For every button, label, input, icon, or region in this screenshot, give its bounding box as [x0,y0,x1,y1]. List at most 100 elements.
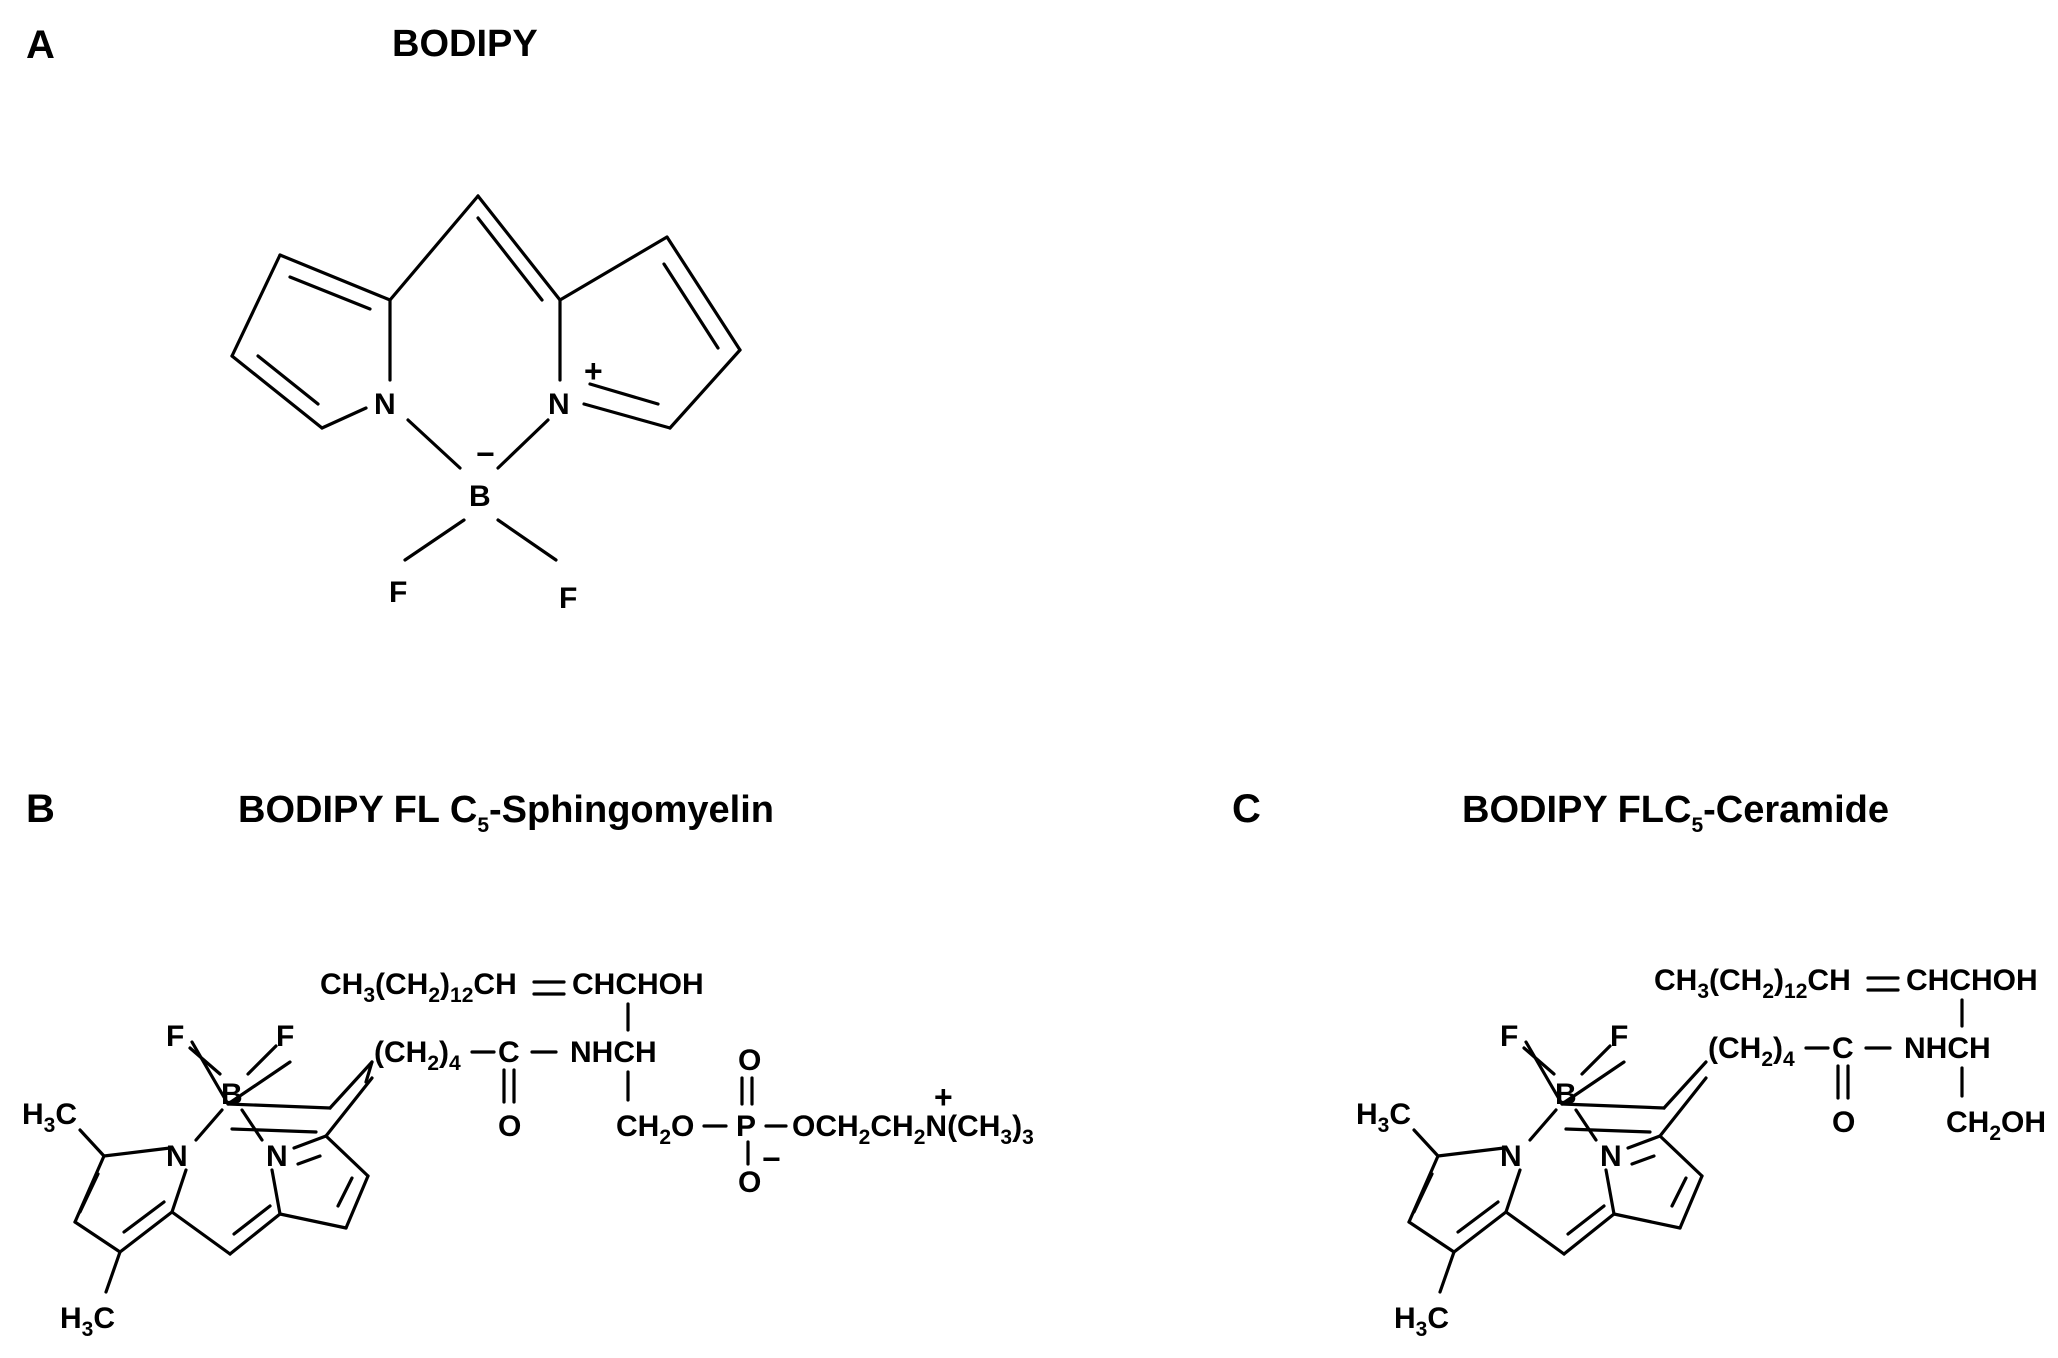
bond [1522,1046,1556,1076]
bond [1574,1108,1598,1142]
choline-group: OCH2CH2N(CH3)3 [792,1110,1034,1149]
atom-n-left: N [166,1140,188,1173]
methyl-bottom: H3C [60,1302,115,1341]
bond [288,275,372,311]
bond [406,418,462,470]
bond [1436,1146,1506,1158]
bond [1566,1204,1606,1236]
bond [582,402,672,430]
bond [1438,1250,1456,1294]
positive-charge: + [584,353,603,389]
bond [668,348,742,430]
amide-nhch: NHCH [570,1036,657,1069]
bond [328,1060,374,1110]
phosphorus: P [736,1110,756,1143]
ammonium-charge: + [934,1079,953,1115]
bond [476,216,544,302]
carbonyl-carbon: C [498,1036,520,1069]
bond [122,1200,166,1234]
phosphate-oxygen-bottom: O [738,1166,761,1199]
bond [102,1146,172,1158]
bond [270,1168,282,1216]
bond [278,253,392,302]
bond [496,518,558,562]
ceramide-chain: CH3(CH2)12CH CHCHOH (CH2)4 C NHCH O CH2O… [1654,964,2046,1145]
carbonyl-oxygen: O [1832,1106,1855,1139]
atom-n-right: N [1600,1140,1622,1173]
atom-n-right: N [266,1140,288,1173]
bond [78,1172,100,1214]
panel-b-title: BODIPY FL C5-Sphingomyelin [238,789,774,837]
bond [1412,1128,1440,1158]
bond [665,235,742,352]
bond [1504,1168,1522,1214]
bodipy-fl-core-c: F F B N N H3C H3C [1356,1020,1708,1341]
atom-n-right: N [548,388,570,421]
sphingosine-tail: CH3(CH2)12CH [1654,964,1851,1003]
bond [1670,1176,1688,1208]
atom-f-left: F [166,1020,184,1053]
bond [324,1134,370,1178]
atom-boron: B [469,480,491,513]
sphingosine-tail: CH3(CH2)12CH [320,968,517,1007]
chchoh-group: CHCHOH [1906,964,2038,997]
panel-b: B BODIPY FL C5-Sphingomyelin [22,787,1034,1341]
bond [1658,1134,1704,1178]
phosphocholine-headgroup: CH2O O P − O OCH2CH2N(CH3)3 + [616,1044,1034,1199]
bond [1604,1168,1616,1216]
atom-n-left: N [1500,1140,1522,1173]
bond [1560,1060,1626,1106]
bond [256,354,320,406]
bond [188,1046,222,1076]
panel-a-title: BODIPY [392,23,538,65]
bond [364,1060,374,1084]
bond [73,1220,122,1254]
bond [1452,1210,1508,1254]
bond [292,1134,328,1150]
bond [230,1127,318,1134]
atom-f-left: F [1500,1020,1518,1053]
atom-f-right: F [559,582,577,615]
bond [190,1040,230,1106]
ch2oh-group: CH2OH [1946,1106,2046,1145]
sphingosine-chain: CH3(CH2)12CH CHCHOH (CH2)4 C NHCH O [320,968,704,1143]
bond [1658,1076,1708,1138]
bond [232,1204,272,1236]
atom-f-right: F [276,1020,294,1053]
bond [278,1212,348,1230]
pentanoyl-linker: (CH2)4 [374,1036,461,1075]
panel-c: C BODIPY FLC5-Ceramide [1232,787,2046,1341]
methyl-top: H3C [22,1098,77,1137]
bond [1528,1108,1558,1142]
bond [496,418,550,470]
bond [1580,1044,1612,1076]
bond [104,1250,122,1294]
atom-f-right: F [1610,1020,1628,1053]
bond [320,406,368,430]
chchoh-group: CHCHOH [572,968,704,1001]
bond [558,235,669,302]
bond [1626,1134,1662,1150]
carbonyl-carbon: C [1832,1032,1854,1065]
atom-boron: B [1555,1078,1577,1111]
phosphate-charge: − [762,1141,781,1177]
bodipy-core-structure: N N + − B F F [230,194,742,615]
phosphate-oxygen-top: O [738,1044,761,1077]
bond [1562,1212,1616,1256]
bond [1504,1210,1566,1256]
bond [226,1060,292,1106]
bond [230,354,324,430]
bond [170,1210,232,1256]
methyl-bottom: H3C [1394,1302,1449,1341]
atom-f-left: F [389,576,407,609]
bond [1564,1127,1652,1134]
carbonyl-oxygen: O [498,1110,521,1143]
bond [336,1176,354,1208]
atom-boron: B [221,1078,243,1111]
bond [1407,1220,1456,1254]
bond [1678,1174,1704,1230]
bond [246,1044,278,1076]
ch2o-group: CH2O [616,1110,694,1149]
bond [588,382,660,406]
bond [1412,1172,1434,1214]
